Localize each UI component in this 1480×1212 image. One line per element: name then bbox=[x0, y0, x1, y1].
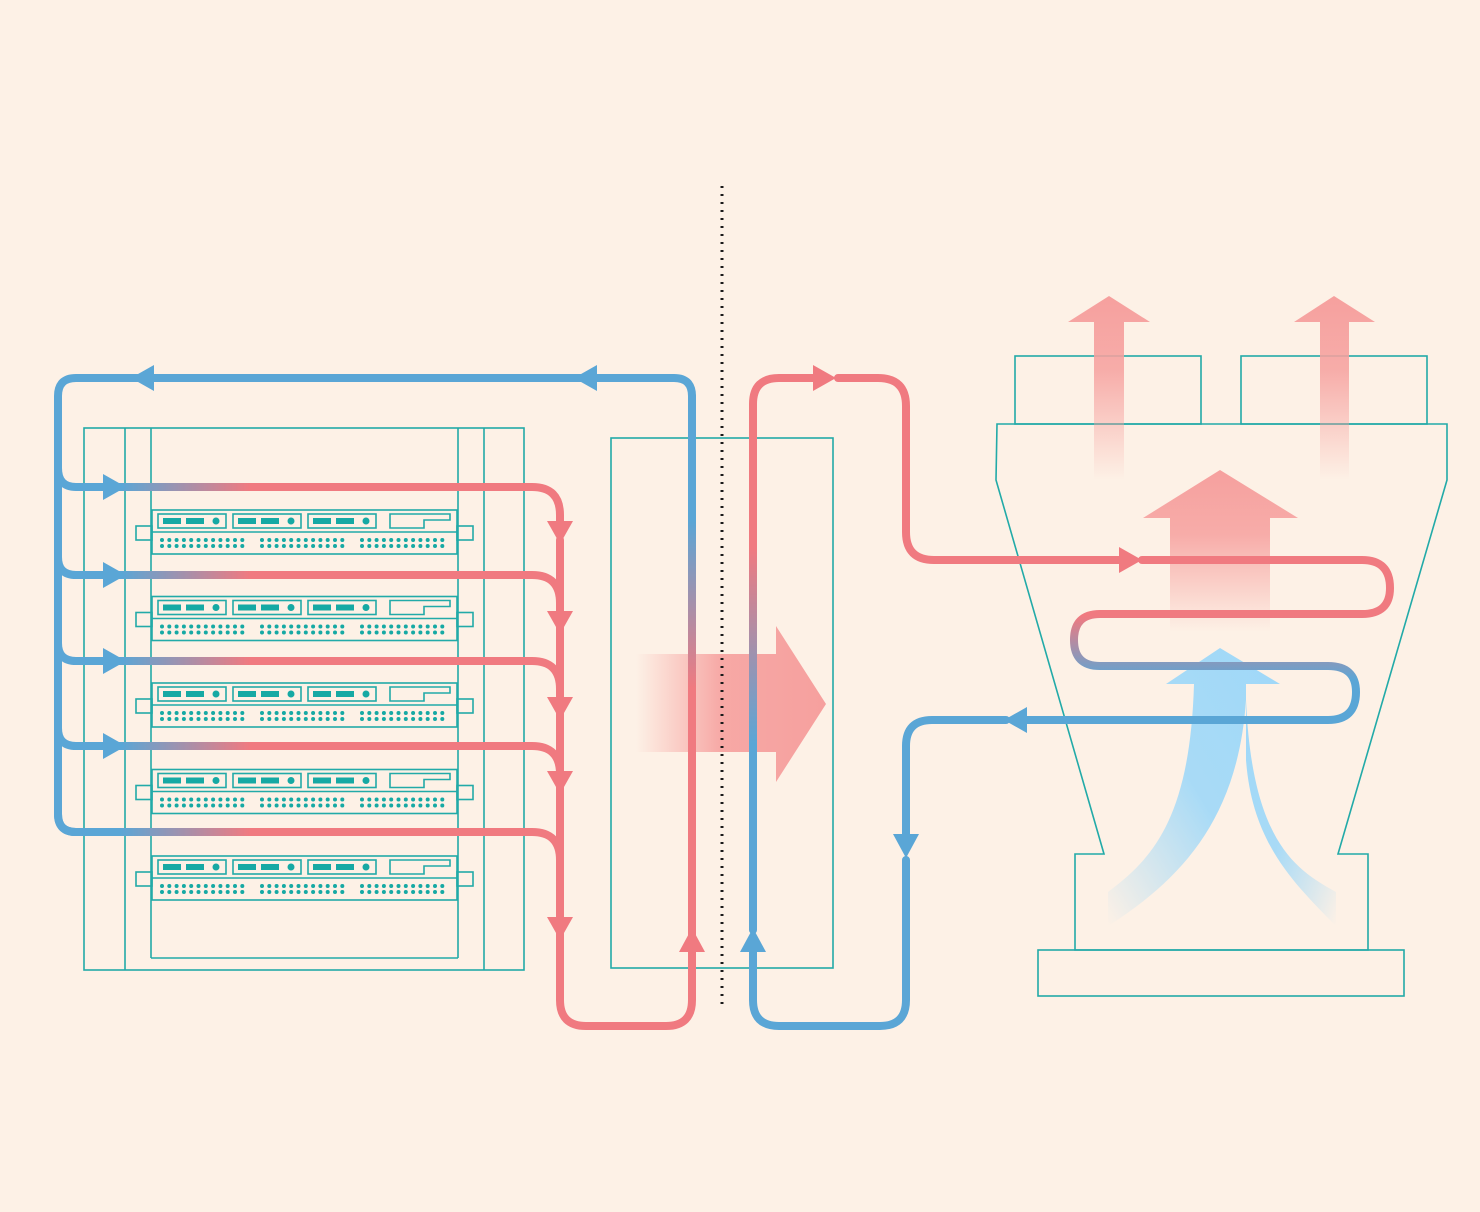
hot-collector-line bbox=[556, 536, 696, 1030]
arrow-right-icon bbox=[1119, 547, 1142, 573]
cooling-tower bbox=[995, 296, 1448, 997]
server-unit bbox=[135, 768, 474, 815]
heat-transfer-arrow bbox=[636, 626, 826, 782]
arrow-left-icon bbox=[1004, 707, 1027, 733]
server-row-line-1 bbox=[108, 483, 564, 534]
server-rack bbox=[83, 427, 525, 971]
arrow-right-icon bbox=[103, 562, 126, 588]
tower-coil bbox=[1020, 556, 1394, 724]
flow-arrows bbox=[103, 365, 1142, 952]
server-units bbox=[135, 509, 474, 901]
cold-return-from-tower bbox=[902, 716, 1010, 844]
cooling-loop-piping bbox=[54, 374, 1394, 1030]
arrow-down-icon bbox=[547, 611, 573, 634]
cold-air-intake-right bbox=[1246, 700, 1336, 926]
arrow-up-icon bbox=[740, 928, 766, 952]
cold-branch-3 bbox=[54, 639, 116, 665]
cold-branch-2 bbox=[54, 553, 116, 579]
arrow-up-icon bbox=[679, 928, 705, 952]
rack-frame bbox=[83, 427, 525, 971]
cold-branch-1 bbox=[54, 464, 116, 491]
arrow-right-icon bbox=[813, 365, 836, 391]
exhaust-arrow-left-icon bbox=[1068, 296, 1150, 480]
cold-branch-4 bbox=[54, 724, 116, 750]
arrow-left-icon bbox=[131, 365, 154, 391]
server-unit bbox=[135, 595, 474, 642]
arrow-left-icon bbox=[574, 365, 597, 391]
rising-heat-arrow-icon bbox=[1143, 470, 1298, 632]
exhaust-arrow-right-icon bbox=[1294, 296, 1375, 480]
arrow-down-icon bbox=[893, 834, 919, 858]
arrow-right-icon bbox=[103, 648, 126, 674]
tower-base bbox=[1037, 949, 1405, 997]
server-unit bbox=[135, 509, 474, 555]
hot-supply-to-tower bbox=[834, 374, 1128, 564]
arrow-right-icon bbox=[103, 474, 126, 500]
arrow-down-icon bbox=[547, 917, 573, 940]
heat-exchanger bbox=[610, 437, 834, 969]
arrow-down-icon bbox=[547, 521, 573, 544]
arrow-right-icon bbox=[103, 733, 126, 759]
cold-supply-to-exchanger bbox=[749, 856, 910, 1030]
arrow-down-icon bbox=[547, 697, 573, 720]
server-unit bbox=[135, 682, 474, 728]
server-unit bbox=[135, 855, 474, 901]
cold-return-line bbox=[54, 374, 696, 934]
arrow-down-icon bbox=[547, 771, 573, 794]
exchanger-riser-secondary bbox=[749, 374, 820, 934]
